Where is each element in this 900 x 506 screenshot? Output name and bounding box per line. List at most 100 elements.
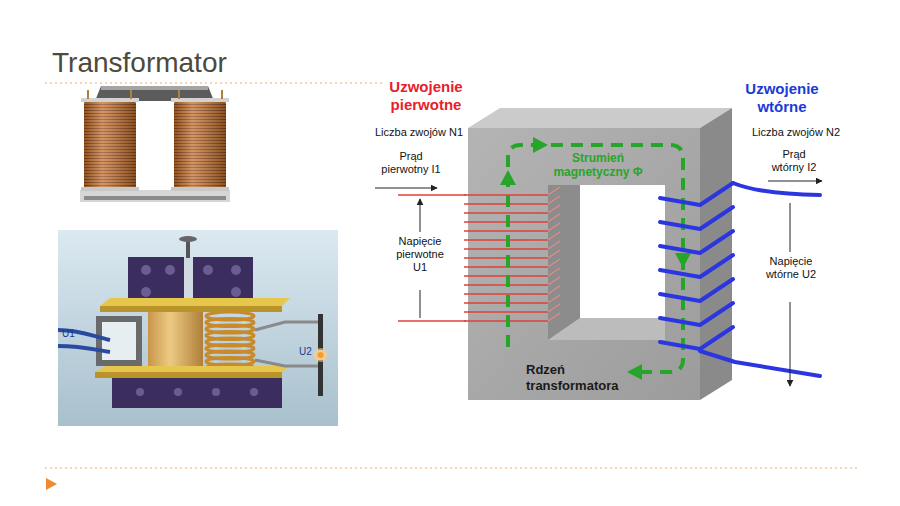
winding-turn-back [548, 214, 560, 222]
pin [178, 90, 180, 99]
spark-glow [314, 348, 328, 362]
base-edge [84, 196, 226, 200]
winding-turn [660, 327, 733, 349]
winding-turn [660, 183, 733, 205]
dotted-rule [45, 83, 385, 84]
core-front-face [468, 128, 700, 400]
flux-arrowhead [627, 364, 642, 380]
winding-turn [464, 311, 548, 312]
voltage-arrow [790, 302, 791, 386]
bolt [165, 265, 175, 275]
winding-turn-back [548, 259, 560, 267]
winding-turn-back [548, 295, 560, 303]
current-arrow [375, 188, 437, 189]
winding-title: Uzwojenie pierwotne [370, 78, 482, 114]
terminal-name: U1 [62, 328, 75, 340]
coil-shade [84, 101, 136, 190]
winding-title: Uzwojenie wtórne [726, 80, 838, 116]
winding-turn-back [548, 304, 560, 312]
winding-turn-back [548, 268, 560, 276]
current-label: Prąd pierwotny I1 [380, 150, 442, 176]
winding-turn-back [548, 223, 560, 231]
yoke-gap [184, 257, 193, 305]
current-arrow [768, 181, 822, 182]
turns-label: Liczba zwojów N1 [375, 126, 485, 139]
transformer-photo [80, 86, 230, 202]
output-wire [255, 322, 318, 330]
wing-nut [179, 236, 197, 242]
winding-turn [660, 255, 733, 277]
flux-dashed-loop [508, 145, 683, 372]
primary-coil [148, 312, 203, 368]
winding-turn-back [548, 205, 560, 213]
input-wire [58, 346, 110, 352]
winding-turn [660, 279, 733, 301]
winding-turn-back [548, 232, 560, 240]
winding-turn-back [548, 313, 560, 321]
bolt [203, 265, 213, 275]
winding-turn-back [548, 187, 560, 195]
upper-plate [100, 298, 290, 306]
core-window [580, 185, 665, 318]
core-label: Rdzeń transformatora [526, 362, 642, 393]
window-inner-wall [548, 185, 580, 340]
bullet-triangle [46, 478, 57, 490]
spark [318, 352, 324, 358]
secondary-lead [733, 183, 820, 195]
primary-lead [398, 320, 466, 321]
pin [221, 90, 223, 99]
flux-arrowhead [500, 170, 516, 185]
core-3d [468, 108, 732, 400]
winding-turn [464, 293, 548, 294]
electrode [318, 360, 323, 396]
bobbin-flange [81, 187, 139, 191]
winding-turn [660, 303, 733, 325]
coil-shade [174, 101, 226, 190]
secondary-coil [206, 312, 254, 372]
bolt [174, 388, 182, 396]
turns-label: Liczba zwojów N2 [752, 126, 862, 139]
upper-yoke [128, 257, 253, 305]
voltage-arrow [420, 290, 421, 318]
lower-plate-edge [95, 372, 282, 378]
bolt [231, 287, 241, 297]
winding-turn [660, 207, 733, 229]
dotted-rule [45, 468, 860, 469]
base [80, 190, 230, 202]
secondary-winding [660, 183, 733, 349]
output-wire [255, 360, 318, 366]
winding-turn-back [548, 196, 560, 204]
coil [174, 101, 226, 190]
voltage-arrow [420, 199, 421, 232]
bracket [96, 316, 142, 366]
transformer-model [58, 230, 338, 426]
upper-plate-edge [100, 306, 282, 312]
primary-lead [398, 194, 466, 195]
bolt [136, 388, 144, 396]
lower-plate [95, 366, 290, 372]
backdrop [58, 230, 338, 426]
bolt [141, 287, 151, 297]
yoke-highlight [101, 86, 208, 90]
voltage-label: Napięcie pierwotne U1 [389, 235, 451, 275]
pin [130, 90, 132, 99]
current-label: Prąd wtórny I2 [766, 148, 822, 174]
winding-turn [660, 231, 733, 253]
winding-turn-back [548, 241, 560, 249]
voltage-label: Napięcie wtórne U2 [763, 255, 819, 281]
coil [84, 101, 136, 190]
pin [87, 90, 89, 99]
secondary-lead [700, 351, 820, 376]
winding-turn-back [548, 277, 560, 285]
electrode [318, 314, 323, 350]
flux-arrowhead [533, 137, 548, 153]
winding-turn [464, 212, 548, 213]
voltage-arrow [790, 203, 791, 252]
bolt [212, 388, 220, 396]
bobbin-flange [171, 187, 229, 191]
winding-turn [464, 248, 548, 249]
flux-arrowhead [675, 253, 691, 268]
bolt [250, 388, 258, 396]
core-top-face [468, 108, 732, 128]
